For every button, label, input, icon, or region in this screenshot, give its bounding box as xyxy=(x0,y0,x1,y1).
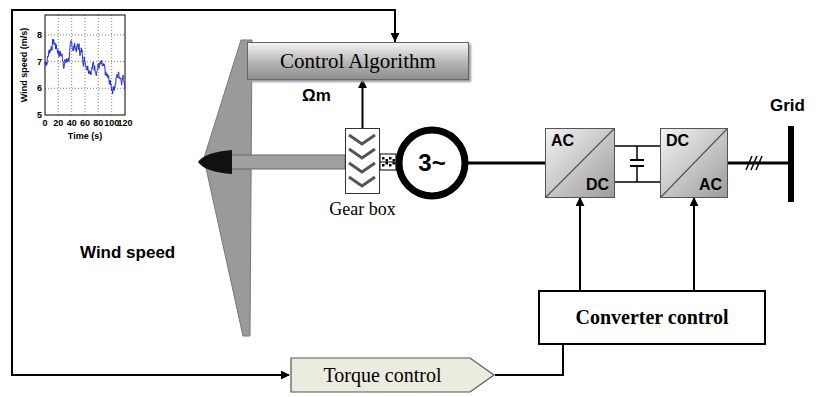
coupling-dot xyxy=(382,157,385,160)
generator-label: 3~ xyxy=(418,149,445,177)
converter-box: AC DC xyxy=(545,128,615,198)
converter-label: DC xyxy=(666,132,689,150)
diagram-label: Wind speed xyxy=(80,243,175,263)
axis-label: 100 xyxy=(104,118,119,128)
gear-chevron xyxy=(349,135,375,144)
axis-label: Wind speed (m/s) xyxy=(19,28,29,102)
generator-inner xyxy=(404,135,460,191)
axis-label: 40 xyxy=(67,118,77,128)
capacitor-lead xyxy=(636,166,638,182)
gear-chevron xyxy=(349,177,375,186)
box-title: Converter control xyxy=(575,306,728,329)
wind-signal-arrow xyxy=(394,12,396,41)
coupling-dot xyxy=(389,164,392,167)
converter-label: DC xyxy=(586,176,609,194)
process-box: Converter control xyxy=(538,290,766,345)
three-phase-mark xyxy=(756,156,762,170)
axis-label: 6 xyxy=(37,83,42,93)
turbine-blade xyxy=(204,40,252,336)
connector xyxy=(380,162,394,163)
chart-grid-line xyxy=(111,15,112,115)
gear-chevron xyxy=(349,163,375,172)
wind-signal-arrow xyxy=(260,374,289,376)
axis-label: Time (s) xyxy=(68,131,102,141)
converter-diagonal-line xyxy=(546,129,614,197)
coupling-dot xyxy=(382,164,385,167)
axis-label: 8 xyxy=(37,30,42,40)
generator-outline xyxy=(399,130,465,196)
converter-label: AC xyxy=(699,176,722,194)
axis-label: 0 xyxy=(42,118,47,128)
axis-label: 7 xyxy=(37,57,42,67)
gear-chevron xyxy=(349,149,375,158)
torque-pentagon: Torque control xyxy=(290,357,495,393)
coupling-dot xyxy=(386,159,389,162)
chart-grid-line xyxy=(71,15,72,115)
axis-label: 80 xyxy=(93,118,103,128)
connector xyxy=(693,198,695,290)
box-title: Control Algorithm xyxy=(280,49,436,74)
chart-grid-line xyxy=(45,34,125,35)
chart-grid-line xyxy=(58,15,59,115)
gear-box: Gear box xyxy=(345,128,380,194)
signal-label: Ωm xyxy=(300,86,333,106)
box-title: Torque control xyxy=(323,364,441,387)
gear-box-label: Gear box xyxy=(329,199,395,220)
converter-box: DC AC xyxy=(660,128,728,198)
shaft-coupling xyxy=(380,154,396,170)
axis-label: 5 xyxy=(37,110,42,120)
coupling-dot xyxy=(393,159,396,162)
axis-label: 60 xyxy=(80,118,90,128)
axis-label: 120 xyxy=(117,118,132,128)
chart-ground xyxy=(14,13,132,143)
generator-circle: 3~ xyxy=(394,125,470,201)
wind-speed-trace xyxy=(45,39,125,94)
capacitor-plate xyxy=(630,159,644,161)
connector xyxy=(615,145,660,147)
diagram-label: Grid xyxy=(770,96,805,116)
connector xyxy=(579,198,581,290)
coupling-dot xyxy=(389,157,392,160)
grid-busbar xyxy=(788,126,794,202)
connector xyxy=(466,162,545,165)
turbine-shaft xyxy=(222,155,345,169)
chart-frame xyxy=(45,15,125,115)
converter-label: AC xyxy=(551,132,574,150)
nose-cone xyxy=(198,150,232,174)
connector xyxy=(362,80,364,128)
axis-label: 20 xyxy=(53,118,63,128)
gear-pattern xyxy=(346,129,378,192)
process-box: Control Algorithm xyxy=(247,42,469,80)
pentagon-shape xyxy=(291,358,494,392)
capacitor-lead xyxy=(636,146,638,160)
chart-grid xyxy=(45,15,125,115)
connector xyxy=(495,345,563,375)
converter-diagonal-line xyxy=(661,129,727,197)
